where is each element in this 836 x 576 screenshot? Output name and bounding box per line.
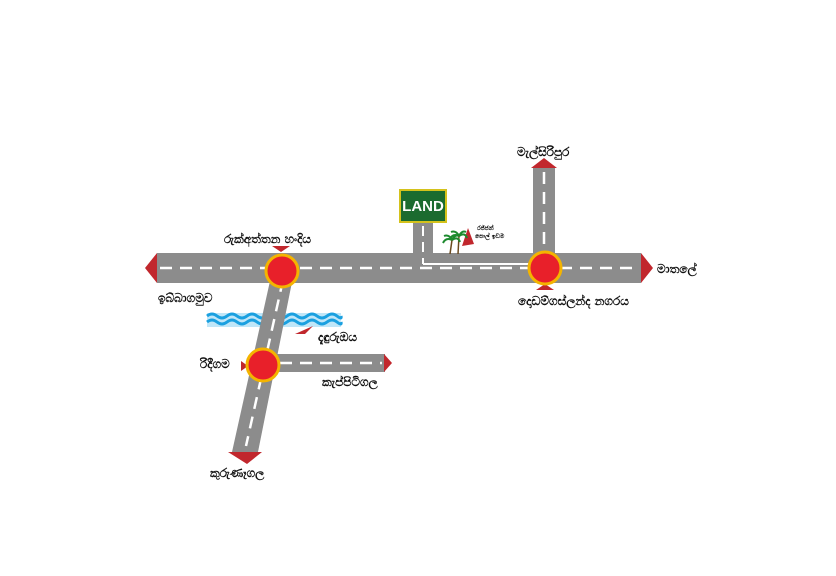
malsiripura-road — [533, 168, 555, 256]
arrow-ibbagamuwa — [145, 253, 157, 283]
palm-tree-icon — [442, 230, 468, 255]
junction-marker-icon — [245, 250, 563, 383]
arrow-dodamgaslanda — [536, 284, 554, 290]
label-dodamgaslanda: දොඩම්ගස්ලන්ද නගරය — [518, 294, 629, 308]
land-marker: LAND — [399, 189, 447, 223]
label-ridigama: රිදීගම — [200, 357, 230, 371]
arrow-keppitigala — [384, 354, 392, 372]
arrow-kurunegala — [228, 452, 262, 464]
label-mathale: මාතලේ — [657, 262, 697, 276]
land-access-road — [413, 222, 533, 265]
label-keppitigala: කැප්පිටිගල — [322, 375, 378, 389]
label-kurunegala: කුරුණෑගල — [210, 466, 265, 480]
direction-arrow-icon — [145, 158, 653, 464]
label-landmark-line2: පොල් ඉඩම — [475, 233, 505, 240]
arrow-mathale — [641, 253, 653, 283]
arrow-malsiripura — [531, 158, 557, 168]
arrow-rukaththana — [272, 246, 290, 252]
main-road — [157, 253, 641, 283]
arrow-landmark — [462, 228, 474, 246]
label-dandurukdaya: දැඳුරුඔය — [318, 330, 358, 344]
arrow-dandurukdaya — [295, 326, 313, 334]
label-landmark-line1: රජ්ජන් — [477, 225, 494, 232]
keppitigala-road — [263, 354, 385, 372]
label-malsiripura: මැල්සිරිපුර — [517, 145, 570, 159]
label-rukaththana: රුක්අත්තන හංදිය — [224, 232, 312, 246]
label-ibbagamuwa: ඉබ්බාගමුව — [158, 291, 213, 305]
arrow-ridigama — [241, 361, 248, 371]
